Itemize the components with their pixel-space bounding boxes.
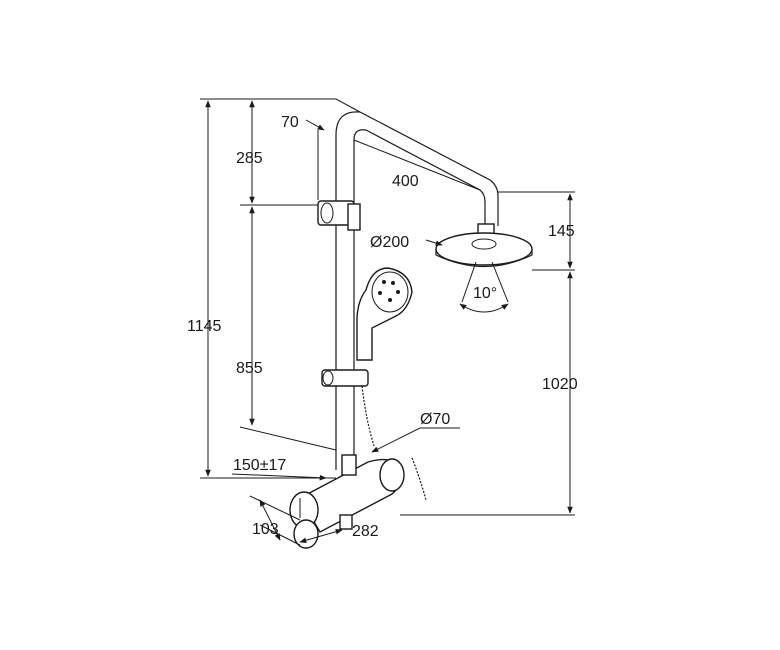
shower-hose (361, 385, 427, 501)
thermostatic-valve (289, 454, 405, 549)
hand-shower (356, 267, 413, 361)
dim-line-valve-width (299, 529, 343, 543)
dim-inlet-diameter: Ø70 (420, 411, 450, 428)
dim-total-height: 1145 (187, 318, 222, 335)
dim-upper-rail: 285 (236, 150, 263, 167)
dim-tilt-angle: 10° (473, 285, 497, 302)
overhead-arm (359, 111, 499, 226)
dim-valve-depth: 103 (252, 521, 279, 538)
hand-shower-holder (321, 369, 369, 387)
dim-head-to-valve: 1020 (542, 376, 578, 393)
shower-riser-rail (335, 111, 367, 470)
dim-line-arm-length (353, 139, 481, 191)
dim-wall-distance: 150±17 (233, 457, 286, 474)
dim-valve-width: 282 (352, 523, 379, 540)
slider-bracket (317, 200, 361, 231)
dim-line-valve-depth (259, 499, 281, 541)
dim-arm-offset: 70 (281, 114, 299, 131)
dim-slider-to-valve: 855 (236, 360, 263, 377)
dim-head-diameter: Ø200 (370, 234, 409, 251)
dim-arm-length: 400 (392, 173, 419, 190)
overhead-shower-head (435, 223, 533, 303)
dim-head-height: 145 (548, 223, 575, 240)
